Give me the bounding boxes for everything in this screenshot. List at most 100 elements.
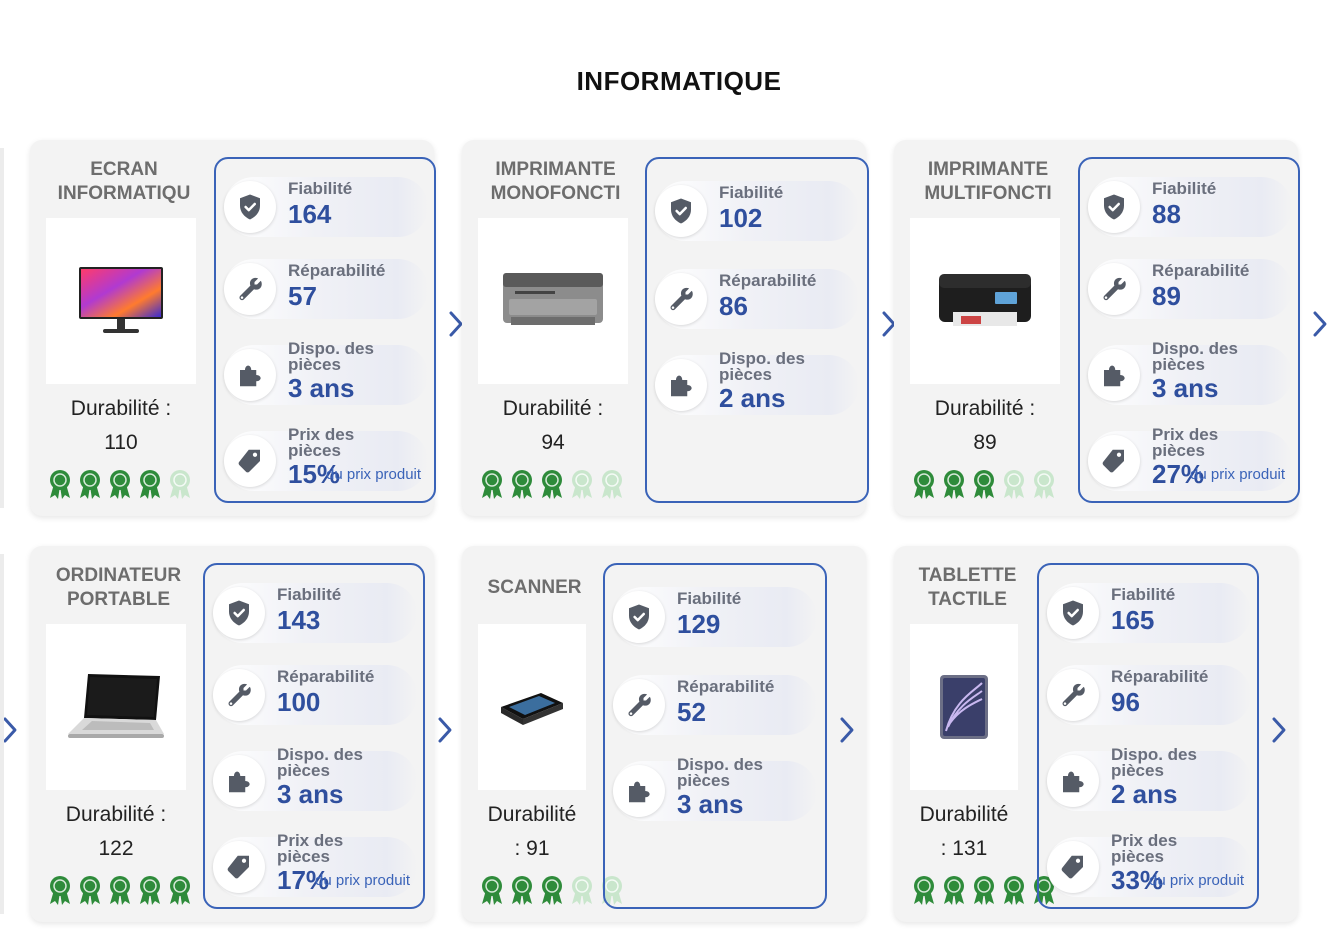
stat-label: Fiabilité	[677, 589, 742, 608]
prev-arrow-icon[interactable]	[0, 714, 20, 746]
offscreen-card-edge	[0, 148, 4, 508]
wrench-icon	[1088, 263, 1140, 315]
medal-icon	[568, 874, 596, 906]
medal-icon	[970, 874, 998, 906]
stat-label: Fiabilité	[288, 179, 353, 198]
durability-score: Durabilité: 91	[487, 803, 577, 860]
stat-value: 96	[1111, 687, 1140, 717]
stat-value: 57	[288, 281, 317, 311]
medal-icon	[136, 874, 164, 906]
stat-label: Réparabilité	[1111, 667, 1209, 686]
stat-value: 102	[719, 203, 763, 233]
stat-value: 100	[277, 687, 321, 717]
tablet-image	[910, 624, 1018, 790]
medal-icon	[166, 874, 194, 906]
puzzle-icon	[1047, 755, 1099, 807]
shield-icon	[613, 591, 665, 643]
stat-value: 165	[1111, 605, 1155, 635]
shield-icon	[1088, 181, 1140, 233]
medal-icon	[1000, 874, 1028, 906]
wrench-icon	[1047, 669, 1099, 721]
stat-value: 143	[277, 605, 321, 635]
stat-suffix: du prix produit	[326, 466, 422, 483]
medal-icon	[568, 468, 596, 500]
stat-value: 15%	[288, 459, 341, 489]
stat-value: 89	[1152, 281, 1181, 311]
price-tag-icon	[213, 841, 265, 893]
medal-icon	[940, 874, 968, 906]
laptop-image	[46, 624, 186, 790]
stat-value: 33%	[1111, 865, 1164, 895]
stat-value: 88	[1152, 199, 1181, 229]
medal-icon	[970, 468, 998, 500]
medal-icon	[76, 874, 104, 906]
medal-icon	[1000, 468, 1028, 500]
laser-printer-image	[478, 218, 628, 384]
shield-icon	[1047, 587, 1099, 639]
scanner-image	[478, 624, 586, 790]
stat-value: 129	[677, 609, 721, 639]
stat-value: 2 ans	[1111, 779, 1178, 809]
medal-icon	[1030, 468, 1058, 500]
stat-label: Réparabilité	[1152, 261, 1250, 280]
puzzle-icon	[224, 349, 276, 401]
medal-icon	[508, 468, 536, 500]
shield-icon	[655, 185, 707, 237]
medal-icon	[106, 468, 134, 500]
price-tag-icon	[1088, 435, 1140, 487]
puzzle-icon	[1088, 349, 1140, 401]
durability-score: Durabilité :94	[502, 397, 604, 454]
stat-suffix: du prix produit	[1190, 466, 1286, 483]
durability-medals	[910, 468, 1058, 500]
next-arrow-icon[interactable]	[837, 714, 857, 746]
next-arrow-icon[interactable]	[446, 308, 466, 340]
monitor-image	[46, 218, 196, 384]
medal-icon	[136, 468, 164, 500]
next-arrow-icon[interactable]	[435, 714, 455, 746]
stat-value: 86	[719, 291, 748, 321]
medal-icon	[166, 468, 194, 500]
shield-icon	[213, 587, 265, 639]
next-arrow-icon[interactable]	[1269, 714, 1289, 746]
next-arrow-icon[interactable]	[1310, 308, 1328, 340]
stat-value: 3 ans	[1152, 373, 1219, 403]
medal-icon	[508, 874, 536, 906]
wrench-icon	[613, 679, 665, 731]
stat-value: 27%	[1152, 459, 1205, 489]
medal-icon	[538, 468, 566, 500]
stat-value: 2 ans	[719, 383, 786, 413]
stat-label: Fiabilité	[1111, 585, 1176, 604]
